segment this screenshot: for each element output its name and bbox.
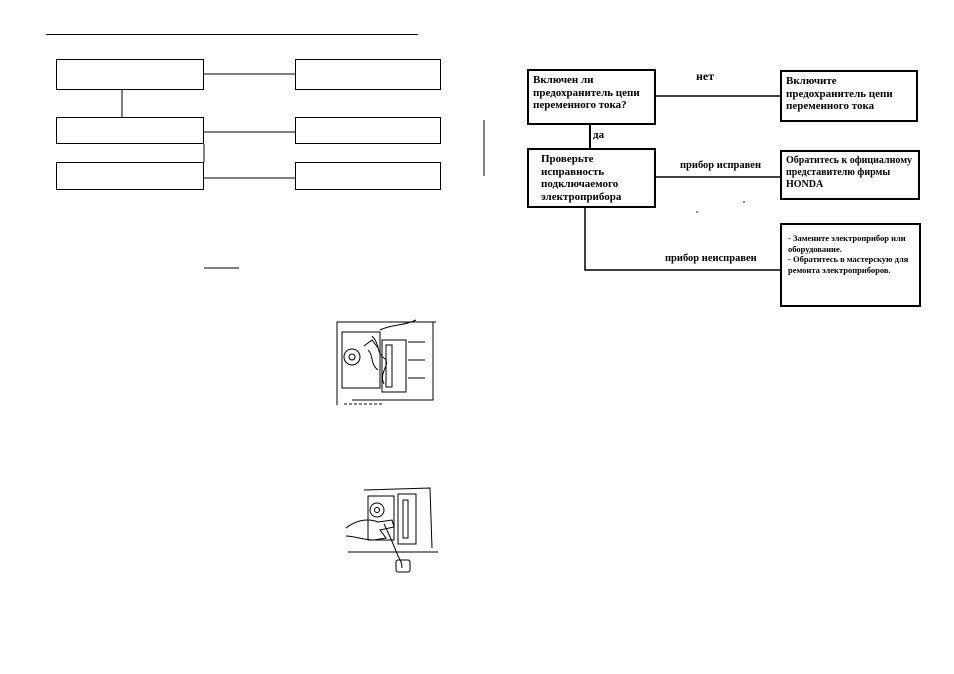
left-box-1 [56, 59, 204, 90]
header-rule [46, 34, 418, 35]
contact-dealer-box: Обратитесь к официалному представителю ф… [780, 150, 920, 200]
check-device-box: Проверьте исправность подключаемого элек… [527, 148, 656, 208]
left-box-3 [56, 117, 204, 144]
fuse-question-box: Включен ли предохранитель цепи переменно… [527, 69, 656, 125]
left-box-4 [295, 117, 441, 144]
label-device-ok: прибор исправен [680, 160, 761, 171]
replace-device-text: - Замените электроприбор или оборудовани… [788, 233, 906, 254]
left-box-5 [56, 162, 204, 190]
turn-on-fuse-box: Включите предохранитель цепи переменного… [780, 70, 918, 122]
replace-device-box: - Замените электроприбор или оборудовани… [780, 223, 921, 307]
label-yes: да [593, 129, 605, 141]
left-box-6 [295, 162, 441, 190]
repair-shop-text: - Обратитесь в мастерскую для ремонта эл… [788, 254, 909, 275]
left-box-2 [295, 59, 441, 90]
label-no: нет [696, 69, 715, 83]
label-device-faulty: прибор неисправен [665, 253, 757, 264]
